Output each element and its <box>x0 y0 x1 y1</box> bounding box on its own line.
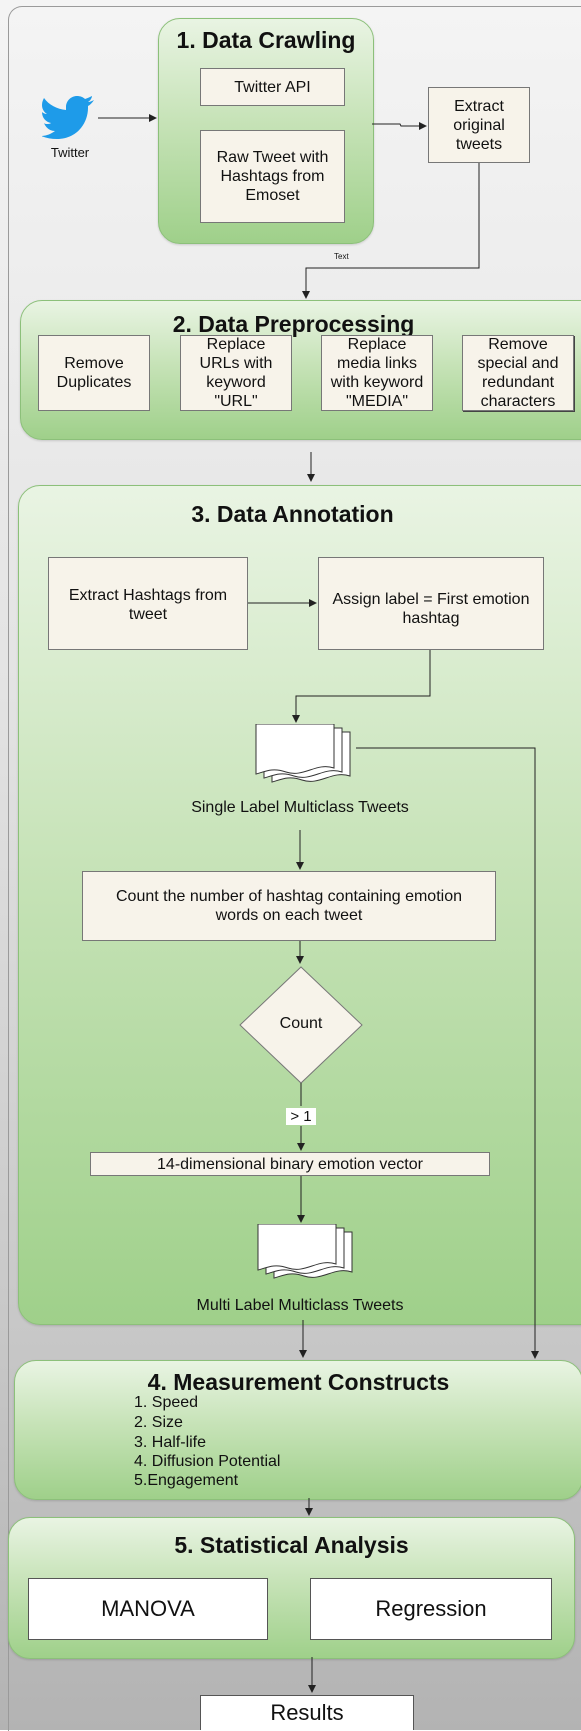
extract-hashtags-box: Extract Hashtags from tweet <box>48 557 248 650</box>
count-hashtag-box: Count the number of hashtag containing e… <box>82 871 496 941</box>
twitter-label: Twitter <box>50 145 90 160</box>
twitter-bird-icon <box>42 96 94 139</box>
extract-original-box: Extract original tweets <box>428 87 530 163</box>
condition-label: > 1 <box>286 1108 316 1125</box>
construct-item: 5.Engagement <box>134 1472 239 1489</box>
construct-item: 3. Half-life <box>134 1434 207 1451</box>
manova-box: MANOVA <box>28 1578 268 1640</box>
panel-title-data-preprocessing: 2. Data Preprocessing <box>172 311 415 337</box>
construct-item: 4. Diffusion Potential <box>134 1453 281 1470</box>
panel-title-statistical-analysis: 5. Statistical Analysis <box>174 1532 409 1558</box>
panel-title-data-annotation: 3. Data Annotation <box>191 501 394 527</box>
step-remove-duplicates: Remove Duplicates <box>38 335 150 411</box>
single-label-caption: Single Label Multiclass Tweets <box>191 799 409 816</box>
panel-measurement-constructs: 4. Measurement Constructs <box>14 1360 581 1500</box>
step-remove-special: Remove special and redundant characters <box>462 335 574 411</box>
documents-icon <box>255 724 351 783</box>
edge-label-text: Text <box>334 252 349 261</box>
twitter-api-box: Twitter API <box>200 68 345 106</box>
raw-tweet-box: Raw Tweet with Hashtags from Emoset <box>200 130 345 223</box>
panel-title-measurement-constructs: 4. Measurement Constructs <box>147 1369 450 1395</box>
step-replace-urls: Replace URLs with keyword "URL" <box>180 335 292 411</box>
decision-label: Count <box>279 1015 323 1032</box>
panel-title-data-crawling: 1. Data Crawling <box>176 27 356 53</box>
step-replace-media: Replace media links with keyword "MEDIA" <box>321 335 433 411</box>
emotion-vector-box: 14-dimensional binary emotion vector <box>90 1152 490 1176</box>
assign-label-box: Assign label = First emotion hashtag <box>318 557 544 650</box>
outer-frame <box>8 6 581 1731</box>
construct-item: 2. Size <box>134 1414 183 1431</box>
documents-icon-2 <box>257 1224 353 1279</box>
results-box: Results <box>200 1695 414 1730</box>
construct-item: 1. Speed <box>134 1394 199 1411</box>
multi-label-caption: Multi Label Multiclass Tweets <box>196 1297 404 1314</box>
regression-box: Regression <box>310 1578 552 1640</box>
